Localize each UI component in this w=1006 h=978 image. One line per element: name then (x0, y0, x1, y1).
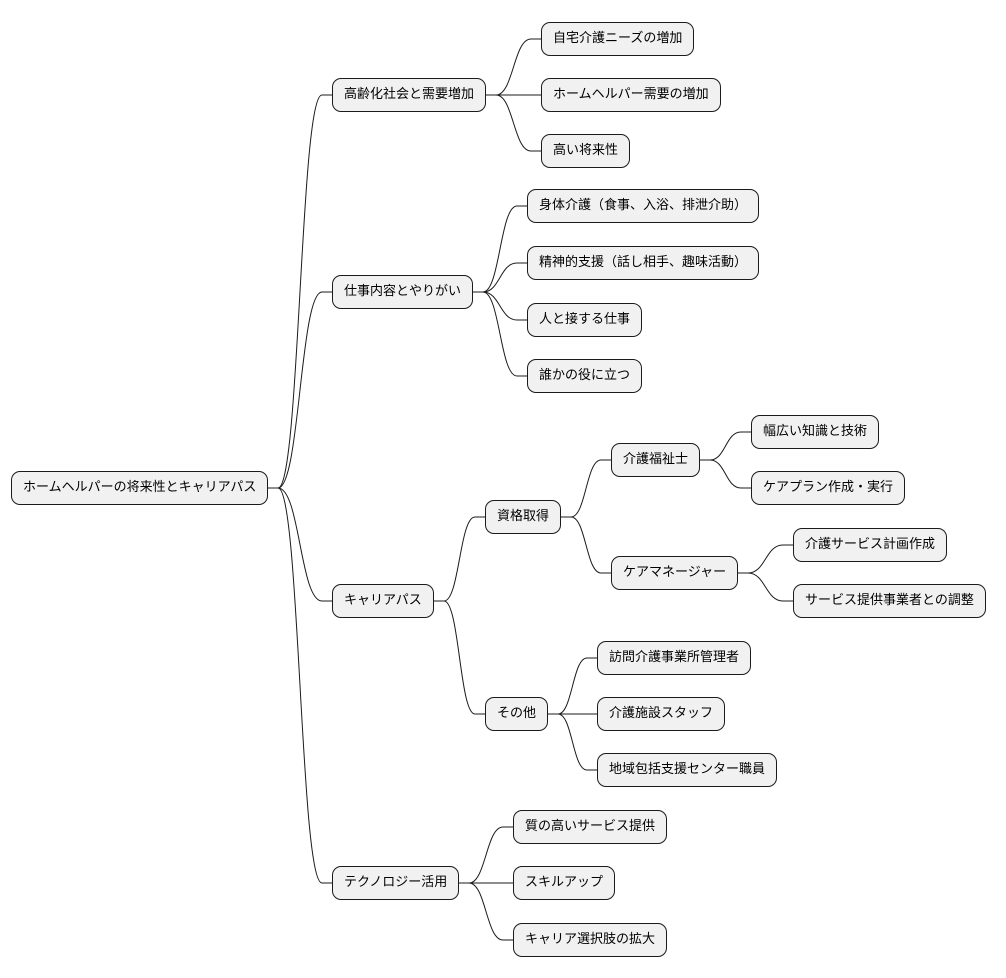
leaf-quality-service: 質の高いサービス提供 (513, 810, 668, 844)
leaf-facility-staff: 介護施設スタッフ (597, 697, 726, 731)
edge-b1-b1c0 (473, 205, 527, 293)
leaf-help-someone: 誰かの役に立つ (527, 359, 643, 393)
edge-b2-b2c0 (434, 516, 485, 602)
edge-b2c0c1-b2c0c1c0 (738, 544, 793, 574)
leaf-care-plan-exec: ケアプラン作成・実行 (751, 471, 906, 505)
mindmap-root: ホームヘルパーの将来性とキャリアパス (11, 471, 269, 505)
edge-b2c0c1-b2c0c1c1 (738, 572, 793, 602)
edge-b2c1-b2c1c0 (548, 657, 597, 715)
edge-r-b0 (268, 94, 332, 489)
edge-b2c1-b2c1c2 (548, 713, 597, 771)
edge-b2c0-b2c0c1 (561, 516, 611, 574)
leaf-skill-up: スキルアップ (513, 866, 616, 900)
leaf-broad-knowledge: 幅広い知識と技術 (751, 415, 880, 449)
node-care-manager: ケアマネージャー (611, 556, 739, 590)
edge-b2c0-b2c0c0 (561, 459, 611, 518)
leaf-high-prospects: 高い将来性 (541, 134, 631, 168)
leaf-mental-support: 精神的支援（話し相手、趣味活動） (527, 246, 760, 280)
branch-technology: テクノロジー活用 (332, 866, 460, 900)
leaf-office-manager: 訪問介護事業所管理者 (597, 641, 752, 675)
node-care-worker: 介護福祉士 (611, 443, 701, 477)
edge-b1-b1c3 (473, 291, 527, 377)
leaf-service-plan: 介護サービス計画作成 (793, 528, 948, 562)
branch-career-path: キャリアパス (332, 584, 434, 618)
edge-b2-b2c1 (434, 600, 485, 715)
leaf-physical-care: 身体介護（食事、入浴、排泄介助） (527, 189, 760, 223)
edge-r-b1 (268, 291, 332, 489)
edge-b0-b0c0 (486, 38, 541, 96)
edge-b1-b1c2 (473, 291, 527, 321)
leaf-people-work: 人と接する仕事 (527, 303, 643, 337)
leaf-community-center: 地域包括支援センター職員 (597, 753, 778, 787)
leaf-provider-coordination: サービス提供事業者との調整 (793, 584, 986, 618)
edge-r-b2 (268, 487, 332, 602)
edge-b2c0c0-b2c0c0c1 (700, 459, 751, 489)
leaf-home-care-needs: 自宅介護ニーズの増加 (541, 22, 695, 56)
edge-b1-b1c1 (473, 262, 527, 293)
leaf-helper-demand: ホームヘルパー需要の増加 (541, 78, 721, 112)
edge-b3-b3c2 (459, 882, 513, 941)
edge-b2c0c0-b2c0c0c0 (700, 431, 751, 461)
node-qualification: 資格取得 (485, 500, 562, 534)
leaf-career-options: キャリア選択肢の拡大 (513, 923, 668, 957)
node-other: その他 (485, 697, 549, 731)
branch-aging-society: 高齢化社会と需要増加 (332, 78, 487, 112)
edge-r-b3 (268, 487, 332, 884)
branch-work-content: 仕事内容とやりがい (332, 275, 474, 309)
edge-b0-b0c2 (486, 94, 541, 152)
edge-b3-b3c0 (459, 826, 513, 884)
